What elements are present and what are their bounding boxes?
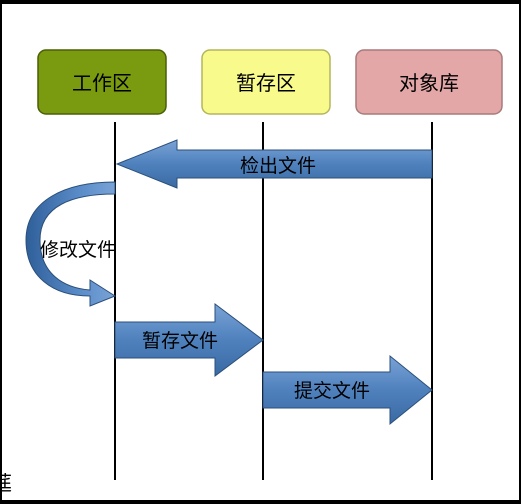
arrow-modify-label: 修改文件	[40, 239, 116, 261]
arrow-commit: 提交文件	[262, 354, 433, 426]
box-workspace-label: 工作区	[72, 71, 132, 95]
box-workspace: 工作区	[37, 49, 167, 115]
diagram-canvas: 工作区 暂存区 对象库 检出文件 修改文件 暂存文件 提交文件 莛	[2, 4, 519, 500]
arrow-stage: 暂存文件	[114, 303, 264, 377]
arrow-commit-label: 提交文件	[294, 380, 370, 402]
arrow-stage-label: 暂存文件	[142, 330, 218, 352]
box-staging-label: 暂存区	[236, 71, 296, 95]
box-repository-label: 对象库	[399, 71, 459, 95]
git-workflow-diagram: 工作区 暂存区 对象库 检出文件 修改文件 暂存文件 提交文件 莛	[2, 49, 503, 495]
arrow-checkout: 检出文件	[115, 139, 433, 189]
arrow-checkout-label: 检出文件	[240, 155, 316, 177]
arrow-modify: 修改文件	[25, 181, 117, 307]
edge-text-fragment: 莛	[2, 471, 12, 495]
box-staging: 暂存区	[201, 49, 331, 115]
box-repository: 对象库	[355, 49, 503, 115]
